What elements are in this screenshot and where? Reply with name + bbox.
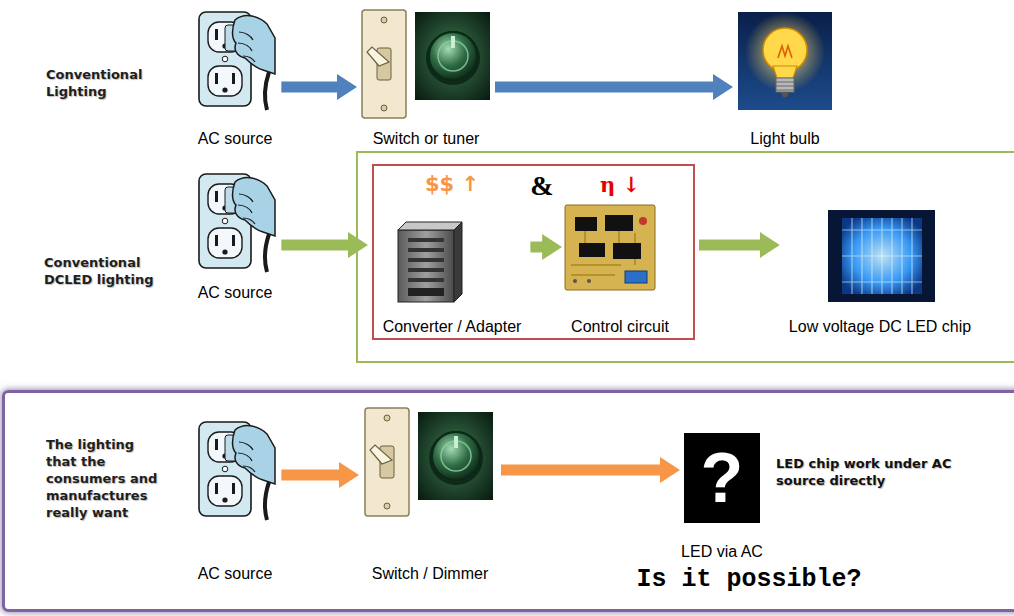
caption-text: Low voltage DC LED chip xyxy=(789,318,971,336)
dimmer-knob-icon xyxy=(418,412,493,500)
converter-icon xyxy=(398,222,462,302)
flow-arrow xyxy=(530,242,546,253)
drawback-box: & $$ ↑ Converter / Adapter η ↓ Control circu… xyxy=(372,164,695,340)
flow-arrow xyxy=(501,465,664,476)
flow-arrow xyxy=(495,82,717,93)
caption-text: Switch or tuner xyxy=(373,130,480,148)
flow-arrow xyxy=(281,240,352,251)
question-mark: ? xyxy=(684,433,760,523)
efficiency-note: η ↓ xyxy=(600,172,640,197)
led-node: Low voltage DC LED chip xyxy=(784,205,976,336)
caption-text: AC source xyxy=(198,130,273,148)
outlet-icon xyxy=(199,12,275,110)
outlet-icon xyxy=(199,174,275,272)
outlet-icon xyxy=(199,422,275,520)
row-label: Conventional DCLED lighting xyxy=(44,254,184,288)
dc-led-chip-icon xyxy=(828,210,935,302)
bulb-node: Light bulb xyxy=(737,10,833,148)
cost-note: $$ ↑ xyxy=(425,172,479,197)
control-node: η ↓ Control circuit xyxy=(566,172,674,336)
caption-text: Light bulb xyxy=(750,130,819,148)
unknown-led-box: ?LED via AC xyxy=(684,433,760,523)
flow-arrow xyxy=(699,240,764,251)
light-bulb-icon xyxy=(738,12,832,110)
caption-text: Control circuit xyxy=(571,318,669,336)
flow-arrow xyxy=(281,82,341,93)
side-note: LED chip work under AC source directly xyxy=(776,455,1001,489)
caption-text: Switch / Dimmer xyxy=(372,565,488,583)
wish-band: The lighting that the consumers and manu… xyxy=(2,390,1014,612)
source-node: AC source xyxy=(193,170,278,302)
caption-text: AC source xyxy=(198,284,273,302)
row-label: Conventional Lighting xyxy=(46,66,186,100)
wall-switch-icon xyxy=(362,10,406,118)
source-node: AC source xyxy=(193,415,278,583)
conjunction-mark: & xyxy=(530,170,553,202)
row-label: The lighting that the consumers and manu… xyxy=(46,436,158,521)
dimmer-node: Switch / Dimmer xyxy=(363,408,497,583)
control-circuit-icon xyxy=(565,205,655,290)
switch-node: Switch or tuner xyxy=(361,10,491,148)
dc-system-frame xyxy=(357,152,1014,362)
caption-text: Converter / Adapter xyxy=(383,318,522,336)
question-heading: Is it possible? xyxy=(636,565,861,595)
converter-node: $$ ↑ Converter / Adapter xyxy=(378,172,527,336)
flow-arrow xyxy=(281,470,343,481)
source-node: AC source xyxy=(193,10,278,148)
caption-text: LED via AC xyxy=(681,543,763,561)
dimmer-knob-icon xyxy=(415,12,490,100)
wall-switch-icon xyxy=(365,408,409,516)
caption-text: AC source xyxy=(198,565,273,583)
